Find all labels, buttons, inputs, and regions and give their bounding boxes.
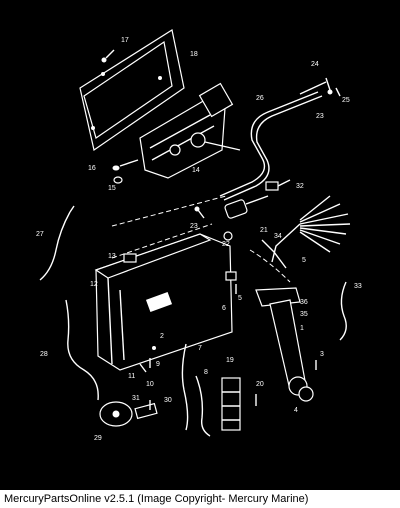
exploded-parts-diagram: 17 18 24 25 23 26 16 15 14 32 23 21 22 3… bbox=[36, 29, 362, 442]
mounting-screw bbox=[194, 206, 205, 219]
callout-29: 29 bbox=[94, 435, 102, 442]
callout-10: 10 bbox=[146, 381, 154, 388]
callout-26: 26 bbox=[256, 95, 264, 102]
callout-6: 6 bbox=[222, 305, 226, 312]
callout-21: 21 bbox=[260, 227, 268, 234]
screw bbox=[101, 49, 115, 63]
cable-pin bbox=[335, 87, 341, 97]
callout-23a: 23 bbox=[316, 113, 324, 120]
ignition-switch bbox=[223, 195, 269, 241]
mounting-plate bbox=[79, 29, 185, 151]
callout-28: 28 bbox=[40, 351, 48, 358]
throttle-wire bbox=[195, 375, 211, 437]
callout-7: 7 bbox=[198, 345, 202, 352]
callout-20: 20 bbox=[256, 381, 264, 388]
callout-9: 9 bbox=[156, 361, 160, 368]
callout-3: 3 bbox=[320, 351, 324, 358]
callout-15: 15 bbox=[108, 185, 116, 192]
cable-clip bbox=[325, 77, 333, 95]
callout-1: 1 bbox=[300, 325, 304, 332]
callout-22: 22 bbox=[222, 241, 230, 248]
lanyard-chain bbox=[249, 239, 291, 283]
handle-knob bbox=[298, 386, 314, 402]
callout-16: 16 bbox=[88, 165, 96, 172]
shift-cable bbox=[181, 343, 189, 431]
main-harness bbox=[39, 205, 75, 281]
washer bbox=[113, 176, 123, 184]
housing-screws bbox=[139, 346, 156, 373]
shift-shaft bbox=[225, 271, 237, 294]
callout-23b: 23 bbox=[190, 223, 198, 230]
callout-30: 30 bbox=[164, 397, 172, 404]
control-bracket bbox=[139, 82, 241, 179]
trim-wire bbox=[339, 281, 347, 341]
callout-31: 31 bbox=[132, 395, 140, 402]
callout-5b: 5 bbox=[238, 295, 242, 302]
callout-14: 14 bbox=[192, 167, 200, 174]
warning-horn bbox=[99, 401, 133, 427]
callout-17: 17 bbox=[121, 37, 129, 44]
callout-36: 36 bbox=[300, 299, 308, 306]
bolt bbox=[112, 159, 139, 171]
callout-25: 25 bbox=[342, 97, 350, 104]
callout-34: 34 bbox=[274, 233, 282, 240]
callout-13: 13 bbox=[108, 253, 116, 260]
control-housing bbox=[94, 195, 233, 371]
throttle-cable bbox=[219, 81, 327, 201]
horn-bracket bbox=[134, 400, 158, 420]
wire-harness bbox=[271, 195, 351, 263]
callout-18: 18 bbox=[190, 51, 198, 58]
callout-labels: 17 18 24 25 23 26 16 15 14 32 23 21 22 3… bbox=[36, 37, 362, 442]
callout-8: 8 bbox=[204, 369, 208, 376]
callout-24: 24 bbox=[311, 61, 319, 68]
callout-4: 4 bbox=[294, 407, 298, 414]
callout-33: 33 bbox=[354, 283, 362, 290]
callout-5a: 5 bbox=[302, 257, 306, 264]
callout-27: 27 bbox=[36, 231, 44, 238]
callout-19: 19 bbox=[226, 357, 234, 364]
callout-11: 11 bbox=[128, 373, 135, 380]
ignition-key bbox=[265, 179, 291, 191]
callout-35: 35 bbox=[300, 311, 308, 318]
copyright-footer: MercuryPartsOnline v2.5.1 (Image Copyrig… bbox=[0, 490, 400, 508]
trim-switch bbox=[221, 377, 241, 431]
aux-harness bbox=[65, 299, 99, 401]
callout-32: 32 bbox=[296, 183, 304, 190]
callout-2: 2 bbox=[160, 333, 164, 340]
callout-12: 12 bbox=[90, 281, 98, 288]
connector bbox=[123, 253, 137, 263]
